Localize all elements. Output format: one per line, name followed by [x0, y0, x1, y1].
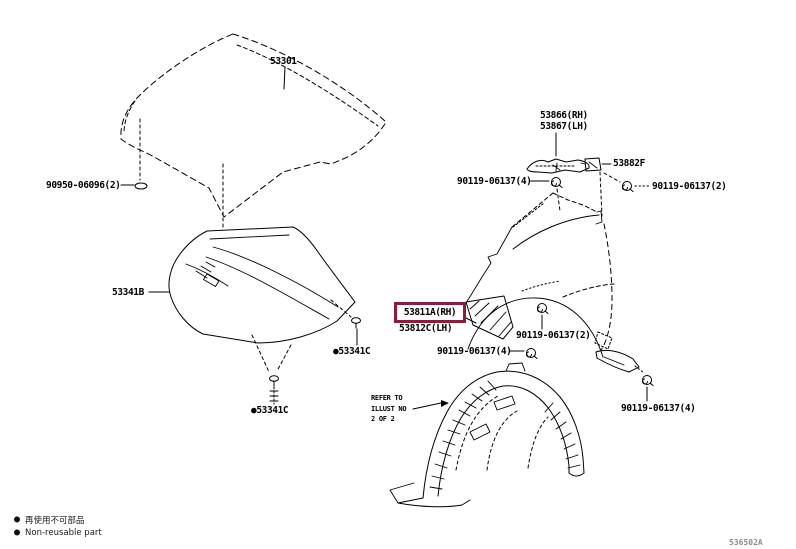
- highlighted-part-box[interactable]: 53811A(RH): [394, 302, 466, 323]
- callout-fender-bolt-rear[interactable]: 90119-06137(4): [621, 403, 696, 414]
- callout-hood-insulator[interactable]: 53341B: [112, 287, 144, 298]
- illustration-code: 536502A: [729, 538, 763, 547]
- fender-drawing: [465, 192, 645, 374]
- non-reusable-bullet-icon: ●: [14, 527, 21, 538]
- cowl-clip-drawing: [580, 157, 621, 217]
- callout-cowl-clip[interactable]: 53882F: [613, 158, 645, 169]
- callout-hinge-bolt[interactable]: 90119-06137(4): [457, 176, 532, 187]
- legend-text-jp: 再使用不可部品: [25, 516, 85, 526]
- fender-liner-drawing: [389, 362, 585, 508]
- callout-fender-bolt-upper[interactable]: 90119-06137(2): [516, 330, 591, 341]
- callout-cowl-bolt[interactable]: 90119-06137(2): [652, 181, 727, 192]
- fender-bolt-front-drawing: [526, 348, 538, 359]
- legend: ● 再使用不可部品 ● Non-reusable part: [14, 514, 102, 539]
- leader-lines: [120, 66, 651, 410]
- callout-fender-bolt-front[interactable]: 90119-06137(4): [437, 346, 512, 357]
- insulator-clip-bottom-drawing: [269, 375, 279, 405]
- fender-seal-drawing: [465, 295, 514, 340]
- fender-bolt-rear-drawing: [642, 375, 654, 386]
- non-reusable-bullet-icon: ●: [251, 405, 257, 416]
- callout-insulator-clip-right[interactable]: ●53341C: [333, 346, 371, 357]
- fender-bolt-upper-drawing: [537, 303, 549, 314]
- legend-text-en: Non-reusable part: [25, 528, 102, 538]
- callout-hinge-rh[interactable]: 53866(RH): [540, 110, 588, 121]
- hood-drawing: [120, 33, 387, 230]
- cowl-bolt-drawing: [622, 181, 634, 192]
- refer-note-line3: 2 OF 2: [371, 415, 395, 423]
- insulator-clip-right-drawing: [351, 317, 361, 329]
- non-reusable-bullet-icon: ●: [333, 346, 339, 357]
- non-reusable-bullet-icon: ●: [14, 514, 21, 525]
- refer-note-line1: REFER TO: [371, 394, 403, 402]
- legend-row-jp: ● 再使用不可部品: [14, 514, 102, 527]
- callout-seal-rh: 53811A(RH): [403, 307, 457, 318]
- legend-row-en: ● Non-reusable part: [14, 527, 102, 539]
- refer-note: REFER TO ILLUST NO 2 OF 2: [371, 393, 407, 425]
- callout-seal-lh[interactable]: 53812C(LH): [399, 323, 453, 334]
- hood-clip-drawing: [134, 182, 148, 190]
- hood-hinge-drawing: [526, 158, 590, 174]
- hinge-bolt-drawing: [551, 177, 563, 212]
- callout-hinge-lh[interactable]: 53867(LH): [540, 121, 588, 132]
- callout-insulator-clip-bottom[interactable]: ●53341C: [251, 405, 289, 416]
- callout-hood[interactable]: 53301: [270, 56, 297, 67]
- refer-note-line2: ILLUST NO: [371, 404, 407, 413]
- hood-insulator-drawing: [168, 226, 356, 373]
- callout-hood-clip[interactable]: 90950-06096(2): [46, 180, 121, 191]
